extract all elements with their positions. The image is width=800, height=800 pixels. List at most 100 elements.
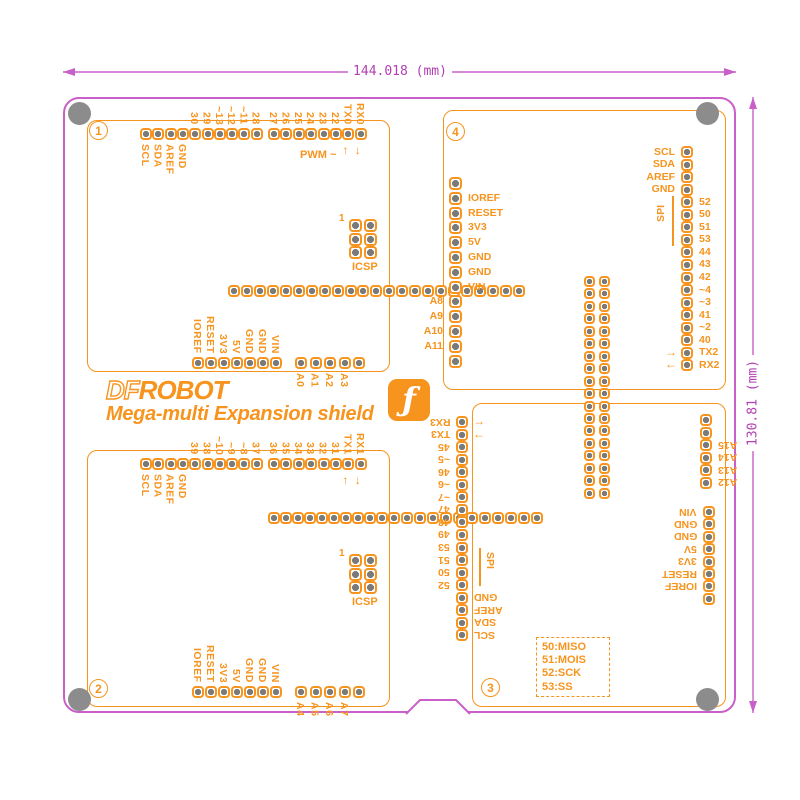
pin	[599, 288, 610, 300]
pin	[213, 458, 226, 470]
pin	[599, 300, 610, 312]
pin	[584, 475, 595, 487]
pin	[456, 566, 468, 579]
pin	[599, 412, 610, 424]
pin-label: 40	[699, 333, 711, 346]
pin	[152, 128, 165, 140]
pin	[599, 437, 610, 449]
pin	[241, 285, 253, 297]
pin	[309, 357, 322, 369]
pin-label: IOREF	[468, 191, 501, 204]
pin-label: RESET	[204, 316, 216, 354]
pin-label: ~11	[237, 106, 250, 125]
spi-label: SPI	[655, 205, 667, 222]
pin	[681, 296, 693, 309]
pin	[292, 512, 304, 524]
legend-line: 50:MISO	[542, 641, 587, 653]
pin	[317, 458, 330, 470]
pin-label: AREF	[163, 474, 176, 505]
pin	[201, 458, 214, 470]
pin	[364, 246, 377, 259]
pin	[584, 350, 595, 362]
pin	[244, 357, 256, 369]
pin	[231, 357, 243, 369]
pin-label: 3V3	[217, 333, 229, 354]
pin-label: AREF	[474, 603, 503, 616]
pin	[449, 236, 462, 250]
pin	[342, 458, 355, 470]
pin-label: 30	[188, 112, 201, 125]
pin	[238, 458, 251, 470]
pin	[456, 579, 468, 592]
pin	[599, 425, 610, 437]
pin	[456, 516, 468, 529]
pin	[270, 686, 282, 698]
pin	[295, 686, 307, 698]
pin	[681, 196, 693, 209]
section-2-outline	[87, 450, 390, 707]
pin-label: IOREF	[191, 319, 203, 354]
dfrobot-fish-icon: ƒ	[388, 379, 430, 421]
pin	[584, 325, 595, 337]
pin	[599, 313, 610, 325]
pin	[518, 512, 530, 524]
pin	[238, 128, 251, 140]
pin	[681, 233, 693, 246]
pin	[599, 487, 610, 499]
pin	[305, 458, 318, 470]
pin	[584, 412, 595, 424]
pin	[599, 276, 610, 287]
pin	[422, 285, 434, 297]
pin	[456, 466, 468, 479]
pin-label: 32	[316, 442, 329, 455]
pin-label: A12	[718, 476, 738, 488]
dfrobot-logo: DFROBOT	[105, 374, 228, 406]
pin-label: SCL	[654, 145, 675, 158]
pin-label: 23	[316, 112, 329, 125]
pin-label: TX0	[341, 104, 354, 125]
pin-label: GND	[175, 474, 188, 499]
pin	[700, 451, 712, 464]
pin	[449, 280, 462, 294]
pin	[681, 321, 693, 334]
pin-label: 27	[267, 112, 279, 125]
pin	[309, 686, 322, 698]
section-1-number: 1	[89, 121, 108, 140]
pin	[456, 604, 468, 617]
pin	[364, 567, 377, 581]
pin	[140, 458, 152, 470]
pin-label: GND	[474, 591, 498, 604]
pin	[349, 581, 362, 594]
pin	[703, 506, 715, 518]
pin	[474, 285, 486, 297]
pin	[409, 285, 421, 297]
pin	[226, 128, 239, 140]
pin	[584, 450, 595, 462]
pin-label: 48	[438, 515, 450, 528]
pin-label: GND	[673, 517, 697, 530]
pin	[270, 357, 282, 369]
pin	[584, 300, 595, 312]
pin-label: ~3	[699, 296, 711, 309]
spi-bracket	[672, 196, 674, 246]
pin-label: A15	[718, 438, 738, 451]
pin	[703, 592, 715, 605]
pin	[364, 232, 377, 246]
pin	[449, 354, 462, 368]
spi-bracket	[479, 548, 481, 586]
pin	[681, 258, 693, 271]
pin-label: 52	[438, 578, 450, 591]
pin	[353, 686, 366, 698]
pin-label: 41	[699, 308, 711, 321]
pin-label: 3V3	[217, 662, 229, 683]
pin	[449, 191, 462, 205]
pin-label: A2	[323, 373, 336, 388]
pin	[456, 591, 468, 604]
pin	[584, 276, 595, 287]
pin	[584, 425, 595, 437]
pin-label: RESET	[661, 567, 697, 580]
pin	[364, 581, 377, 594]
legend-line: 52:SCK	[542, 667, 582, 680]
pin	[328, 512, 340, 524]
